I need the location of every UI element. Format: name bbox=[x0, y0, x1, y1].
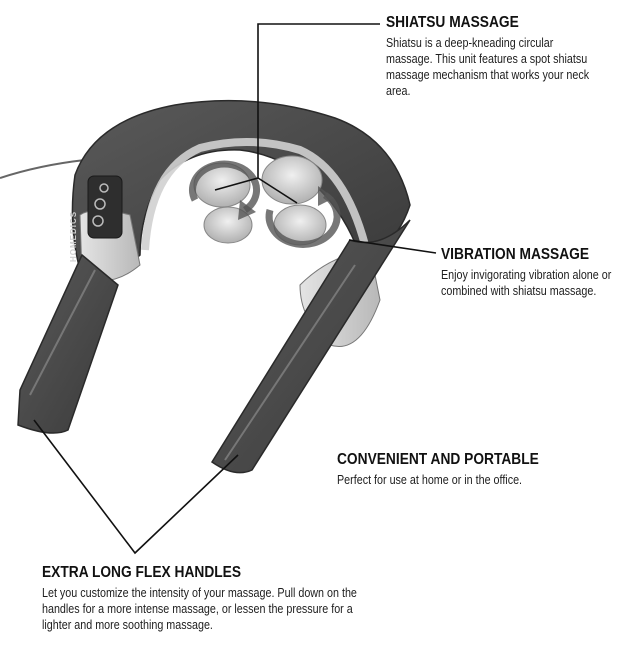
shiatsu-leader-branch bbox=[257, 177, 298, 204]
left-handle-edge bbox=[29, 269, 96, 396]
handles-leader-line bbox=[33, 419, 239, 555]
shiatsu-node-right bbox=[261, 155, 323, 205]
rotation-arrow-left-icon bbox=[189, 160, 261, 213]
brand-logo: HOMEDICS bbox=[69, 211, 78, 262]
shiatsu-massage-callout: SHIATSU MASSAGE Shiatsu is a deep-kneadi… bbox=[386, 14, 623, 99]
right-handle-edge bbox=[224, 264, 356, 461]
power-button-icon bbox=[99, 183, 109, 193]
handles-description: Let you customize the intensity of your … bbox=[42, 586, 357, 632]
vibration-leader-line bbox=[348, 239, 437, 254]
inner-rim bbox=[141, 137, 369, 251]
rotation-arrowhead-left-icon bbox=[238, 200, 256, 220]
flex-handles-callout: EXTRA LONG FLEX HANDLES Let you customiz… bbox=[42, 564, 442, 633]
shiatsu-description: Shiatsu is a deep-kneading circular mass… bbox=[386, 36, 590, 98]
rotation-arrow-right-icon bbox=[265, 192, 341, 248]
left-handle bbox=[17, 253, 119, 434]
vibration-description: Enjoy invigorating vibration alone or co… bbox=[441, 268, 612, 298]
portable-callout: CONVENIENT AND PORTABLE Perfect for use … bbox=[337, 451, 623, 488]
handles-title: EXTRA LONG FLEX HANDLES bbox=[42, 564, 242, 581]
portable-title: CONVENIENT AND PORTABLE bbox=[337, 451, 539, 468]
heat-button-icon bbox=[92, 215, 104, 227]
control-panel bbox=[87, 175, 123, 239]
vibration-title: VIBRATION MASSAGE bbox=[441, 246, 590, 263]
shiatsu-title: SHIATSU MASSAGE bbox=[386, 14, 519, 31]
portable-description: Perfect for use at home or in the office… bbox=[337, 473, 523, 487]
rotation-arrowhead-right-icon bbox=[318, 186, 334, 206]
vibration-massage-callout: VIBRATION MASSAGE Enjoy invigorating vib… bbox=[441, 246, 623, 299]
mode-button-icon bbox=[94, 198, 106, 210]
shiatsu-leader-line bbox=[214, 23, 380, 191]
